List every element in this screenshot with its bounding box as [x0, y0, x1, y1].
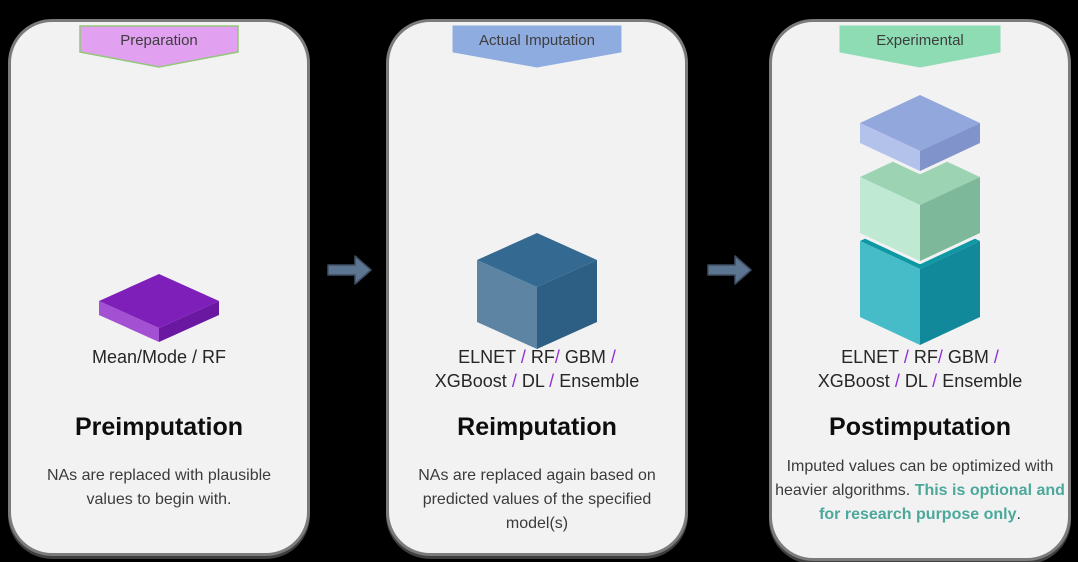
arrow-shape: [707, 255, 752, 285]
cube-right-face: [537, 260, 597, 349]
ribbon-label: Experimental: [876, 32, 964, 49]
stage-title: Reimputation: [457, 413, 617, 441]
algorithms-label: Mean/Mode / RF: [91, 347, 227, 367]
green-cube-right-face: [920, 177, 980, 261]
green-cube-left-face: [860, 177, 920, 261]
ribbon-shape: [452, 25, 622, 68]
ribbon-shape: [839, 25, 1001, 68]
arrow-right-icon: [707, 255, 752, 285]
cube-top-face: [477, 233, 597, 287]
stage-ribbon-preparation: Preparation: [79, 25, 239, 69]
algorithms-label: ELNET / RF/ GBM /XGBoost / DL / Ensemble: [817, 347, 1023, 391]
slab-top-face: [99, 274, 219, 328]
stage-title: Preimputation: [74, 413, 244, 441]
slab-left-face: [99, 301, 159, 342]
slab-right-face: [159, 301, 219, 342]
algorithms-label: ELNET / RF/ GBM /XGBoost / DL / Ensemble: [434, 347, 640, 391]
card-reimputation: Actual Imputation ELNET / RF/ GBM /XGBoo…: [386, 19, 688, 556]
ribbon-shape: [79, 25, 239, 68]
stage-ribbon-experimental: Experimental: [839, 25, 1001, 69]
arrow-right-icon: [327, 255, 372, 285]
stacked-cubes-icon: [855, 92, 985, 347]
cube-left-face: [477, 260, 537, 349]
stage-description: NAs are replaced with plausible values t…: [46, 467, 272, 508]
periwinkle-slab-left-face: [860, 123, 920, 171]
card-postimputation: Experimental ELNET / RF/ GBM /XGBoost /: [769, 19, 1071, 561]
periwinkle-slab-right-face: [920, 123, 980, 171]
ribbon-label: Actual Imputation: [479, 32, 595, 49]
teal-cube-right-face: [920, 241, 980, 345]
blue-cube-icon: [475, 233, 599, 351]
ribbon-banner-icon: [79, 25, 239, 68]
ribbon-label: Preparation: [120, 32, 198, 49]
stage-title: Postimputation: [829, 413, 1011, 441]
stage-description: Imputed values can be optimized with hea…: [775, 458, 1065, 523]
ribbon-banner-icon: [452, 25, 622, 68]
stage-description: NAs are replaced again based on predicte…: [418, 467, 656, 532]
stage-ribbon-actual-imputation: Actual Imputation: [452, 25, 622, 69]
purple-slab-icon: [94, 272, 224, 344]
card-preimputation: Preparation Mean/Mode / RF Preimputation…: [8, 19, 310, 556]
arrow-shape: [327, 255, 372, 285]
teal-cube-left-face: [860, 241, 920, 345]
ribbon-banner-icon: [839, 25, 1001, 68]
